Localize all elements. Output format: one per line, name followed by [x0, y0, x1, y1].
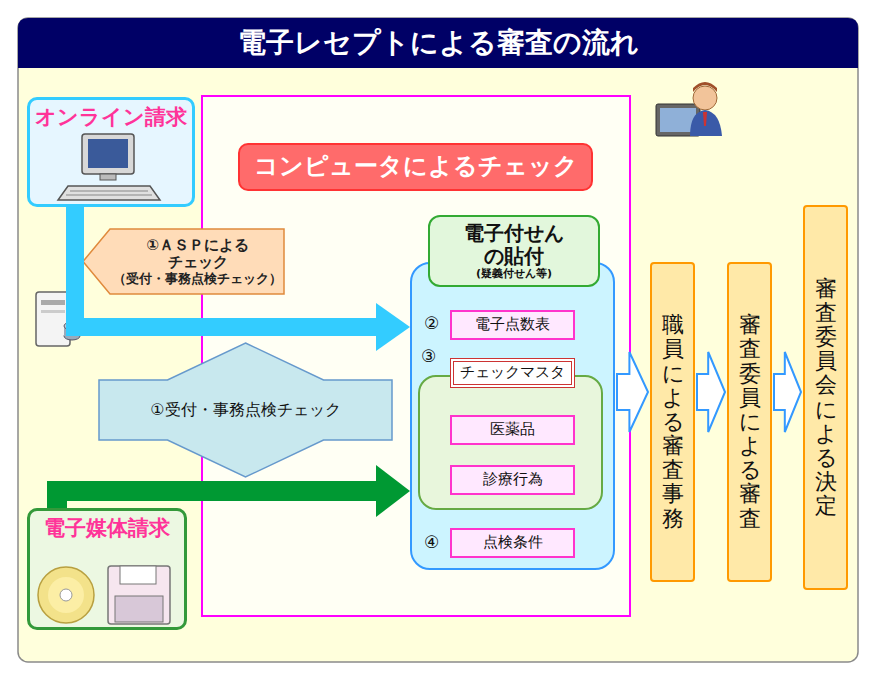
text-wrap: コンピュータによるチェック [254, 153, 578, 181]
text-wrap: 点検条件 [483, 534, 543, 551]
hollow-arrow [617, 352, 648, 432]
text-wrap: ①受付・事務点検チェック [150, 401, 340, 419]
text-wrap: ①ＡＳＰによる チェック（受付・事務点検チェック） [113, 237, 282, 286]
process-box: 審査委員による審査 [727, 262, 772, 582]
node-text: 診療行為 [483, 471, 543, 488]
shape-outline [83, 229, 284, 294]
person-icon [656, 82, 722, 136]
master-box: 電子点数表 [450, 310, 575, 340]
process-box: 職員による審査事務 [650, 262, 695, 582]
cd-icon [38, 567, 94, 623]
text-wrap: 医薬品 [490, 421, 535, 438]
process-box: 審査委員会による決定 [803, 205, 848, 590]
outer-frame [18, 18, 858, 662]
master-box: 点検条件 [450, 528, 575, 558]
master-region: チェックマスタ医薬品診療行為 [418, 358, 603, 510]
node-text: (疑義付せん等) [476, 268, 552, 281]
node-text: 医薬品 [490, 421, 535, 438]
master-box: 診療行為 [450, 465, 575, 495]
vertical-text: 審査委員による審査 [739, 313, 761, 531]
callout-number: ④ [424, 532, 439, 552]
title-band [18, 18, 858, 68]
title-holder: 電子レセプトによる審査の流れ [18, 18, 858, 68]
node-text: オンライン請求 [35, 105, 187, 129]
vertical-text: 審査委員会による決定 [815, 277, 837, 519]
node-text: 電子付せん の貼付 [459, 222, 569, 268]
shape-outline [99, 343, 392, 477]
double-arrow: ①受付・事務点検チェック [98, 342, 393, 478]
arrow-head [376, 303, 410, 351]
hollow-arrow [774, 352, 801, 432]
text-wrap: チェックマスタ [460, 364, 565, 381]
node-text: 電子点数表 [475, 316, 550, 333]
hollow-arrow [697, 352, 725, 432]
node-text: 点検条件 [483, 534, 543, 551]
text-wrap: 電子媒体請求 [44, 516, 170, 540]
flow-line [57, 491, 378, 508]
callout-number: ② [424, 313, 439, 333]
flow-arrow [774, 352, 801, 432]
text-wrap: 電子点数表 [475, 316, 550, 333]
region-heading: 電子付せん の貼付(疑義付せん等) [428, 215, 600, 287]
callout-number: ③ [421, 346, 436, 366]
asp-callout: ①ＡＳＰによる チェック（受付・事務点検チェック） [82, 228, 285, 295]
node-text: ①ＡＳＰによる チェック [141, 237, 254, 272]
node-text: （受付・事務点検チェック） [113, 272, 282, 286]
region-heading: コンピュータによるチェック [238, 143, 593, 191]
text-wrap: オンライン請求 [35, 105, 187, 129]
title-text: 電子レセプトによる審査の流れ [238, 24, 639, 62]
node-text: コンピュータによるチェック [254, 153, 578, 181]
computer-icon [58, 134, 160, 200]
master-box: 医薬品 [450, 415, 575, 445]
flow-arrow [75, 207, 410, 351]
node-text: チェックマスタ [460, 364, 565, 381]
text-wrap: 審査委員会による決定 [815, 277, 837, 519]
tag-region: 電子付せん の貼付(疑義付せん等) 電子点数表チェックマスタ医薬品診療行為点検条件 [410, 215, 615, 570]
flow-arrow [617, 352, 648, 432]
text-wrap: 電子付せん の貼付(疑義付せん等) [459, 222, 569, 281]
flow-line [75, 207, 378, 327]
flow-arrow [697, 352, 725, 432]
vertical-text: 職員による審査事務 [662, 313, 684, 531]
text-wrap: 職員による審査事務 [662, 313, 684, 531]
region-heading: チェックマスタ [450, 358, 575, 388]
arrow-head [376, 465, 410, 517]
text-wrap: 審査委員による審査 [739, 313, 761, 531]
flow-arrow [57, 465, 410, 517]
node-text: ①受付・事務点検チェック [150, 401, 340, 419]
floppy-icon [108, 566, 170, 624]
node-text: 電子媒体請求 [44, 516, 170, 540]
text-wrap: 診療行為 [483, 471, 543, 488]
